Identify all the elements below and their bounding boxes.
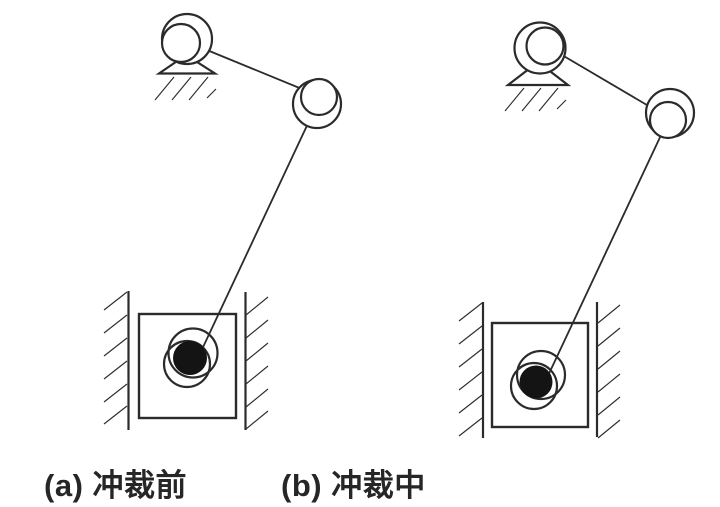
crank-pivot-b <box>513 21 567 75</box>
pin-solid-circle <box>173 341 207 375</box>
connecting-rod <box>196 99 320 361</box>
slider-guide-a <box>103 291 269 430</box>
guide-walls <box>481 302 599 438</box>
slider-block <box>490 321 590 429</box>
pin-ring-lower <box>162 339 212 389</box>
slider-block <box>137 312 238 420</box>
pivot-inner-circle <box>525 26 565 66</box>
slider-guide-b <box>458 302 621 439</box>
guide-hatching-right <box>597 304 621 439</box>
panel-b-drawing <box>458 21 696 439</box>
guide-hatching-left <box>458 302 483 437</box>
ground-triangle <box>155 53 219 75</box>
caption-panel-a: (a) 冲裁前 <box>44 468 187 503</box>
slider-pin-a <box>162 327 219 389</box>
ground-triangle <box>504 60 572 87</box>
crank-rod-joint-a <box>291 77 343 130</box>
joint-inner-circle <box>299 77 339 117</box>
caption-panel-b: (b) 冲裁中 <box>281 468 426 503</box>
crank-rod-joint-b <box>644 87 696 140</box>
connecting-rod <box>545 115 671 381</box>
fixed-support-b <box>504 60 572 112</box>
fixed-support-a <box>154 53 219 101</box>
ground-hatching <box>154 76 217 101</box>
panel-a-drawing <box>103 12 343 430</box>
pin-solid-circle <box>519 365 553 399</box>
guide-hatching-right <box>245 296 269 430</box>
pivot-inner-circle <box>160 22 202 64</box>
slider-pin-b <box>509 349 567 411</box>
guide-walls <box>127 291 247 430</box>
ground-hatching <box>504 87 567 112</box>
pin-ring-upper <box>167 327 219 379</box>
crank-pivot-a <box>160 12 214 66</box>
guide-hatching-left <box>103 291 128 425</box>
joint-inner-circle <box>648 100 688 140</box>
pin-ring-lower <box>509 361 559 411</box>
pin-ring-upper <box>515 349 567 401</box>
